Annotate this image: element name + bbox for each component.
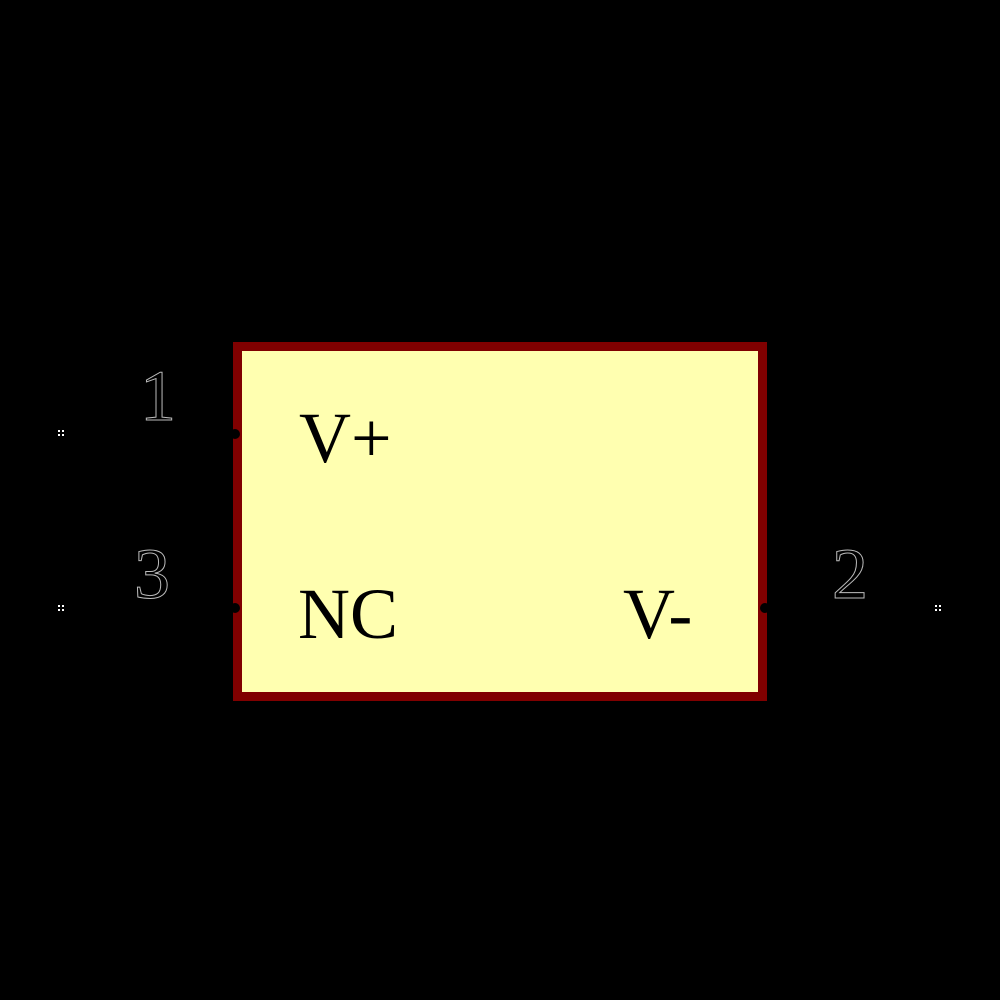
- pin-2-name: V-: [623, 574, 693, 654]
- pin-2-endpoint-marker: [935, 605, 941, 611]
- pin-3-connection-point[interactable]: [230, 603, 240, 613]
- pin-3-name: NC: [298, 574, 399, 654]
- component-body[interactable]: [233, 342, 767, 701]
- pin-1-connection-point[interactable]: [230, 429, 240, 439]
- pin-3-endpoint-marker: [58, 605, 64, 611]
- pin-1-name: V+: [299, 398, 392, 478]
- pin-2-connection-point[interactable]: [760, 603, 770, 613]
- pin-2-number: 2: [832, 534, 869, 614]
- pin-1-number: 1: [140, 356, 177, 436]
- pin-1-endpoint-marker: [58, 430, 64, 436]
- pin-3-number: 3: [134, 534, 171, 614]
